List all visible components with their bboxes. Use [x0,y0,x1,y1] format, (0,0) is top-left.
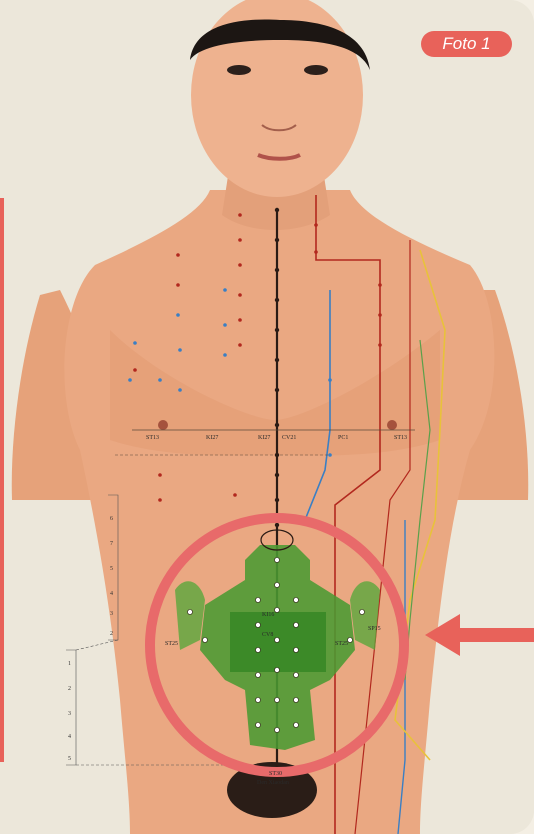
abdomen-label-1: KI16 [262,612,274,618]
svg-text:3: 3 [68,711,71,717]
abdomen-label-2: CV8 [262,632,273,638]
chest-label-2: KI27 [258,435,270,441]
abdomen-label-3: ST25 [335,641,348,647]
svg-text:5: 5 [68,756,71,762]
svg-text:1: 1 [68,661,71,667]
chest-label-3: CV21 [282,435,296,441]
left-edge-line [0,198,4,762]
svg-text:4: 4 [68,734,71,740]
svg-text:2: 2 [110,631,113,637]
chest-label-5: ST13 [394,435,407,441]
svg-text:3: 3 [110,611,113,617]
chest-label-1: KI27 [206,435,218,441]
abdomen-label-0: ST25 [165,641,178,647]
svg-text:2: 2 [68,686,71,692]
bottom-point-label: ST30 [269,771,282,777]
svg-text:6: 6 [110,516,113,522]
abdomen-label-4: SP15 [368,626,381,632]
svg-text:5: 5 [110,566,113,572]
bottom-caption: Den Xiaodan [257,780,289,786]
photo-badge: Foto 1 [421,31,512,57]
chest-label-0: ST13 [146,435,159,441]
svg-text:7: 7 [110,541,113,547]
svg-text:4: 4 [110,591,113,597]
chest-label-4: PC1 [338,435,348,441]
